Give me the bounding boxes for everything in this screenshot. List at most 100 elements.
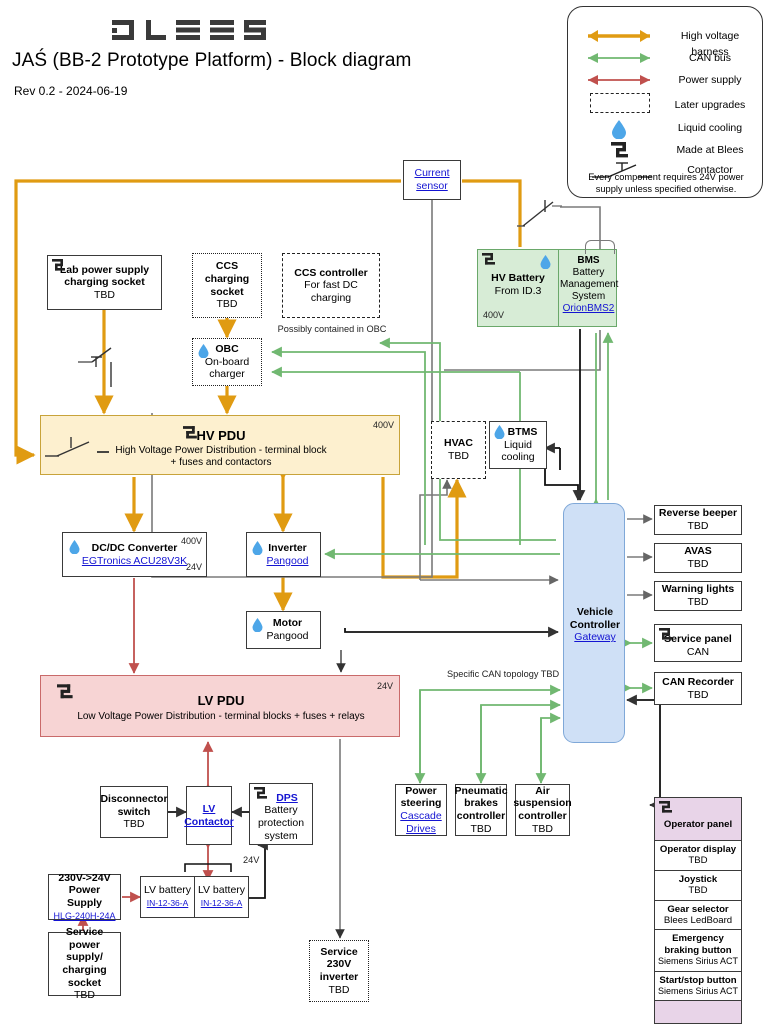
bms-l2: Management — [560, 279, 619, 290]
legend-item-power-supply: Power supply — [578, 69, 756, 91]
lab-supply-sub: TBD — [94, 288, 115, 301]
psu-230-block[interactable]: 230V->24V Power Supply HLG-240H-24A — [48, 872, 121, 921]
btms-sub: Liquid — [503, 438, 533, 451]
blees-mark-icon — [57, 684, 73, 699]
current-sensor-sub[interactable]: sensor — [416, 180, 448, 192]
vehicle-controller-block[interactable]: Vehicle Controller Gateway — [563, 503, 625, 743]
od-sub: TBD — [688, 855, 708, 867]
lvb1-link[interactable]: IN-12-36-A — [146, 898, 189, 908]
bms-l1: Battery — [572, 267, 605, 278]
dps-block[interactable]: DPS Battery protection system — [249, 783, 313, 845]
legend-item-made-at-blees: Made at Blees — [578, 139, 756, 161]
dps-title[interactable]: DPS — [276, 791, 298, 804]
hv-battery-title: HV Battery — [491, 272, 545, 284]
inverter-link[interactable]: Pangood — [266, 554, 309, 567]
joystick-cell[interactable]: Joystick TBD — [654, 869, 742, 900]
legend-item-hv-harness: High voltage harness — [578, 25, 756, 58]
disconnector-switch-block[interactable]: Disconnector switch TBD — [100, 786, 168, 838]
blees-mark-icon — [659, 628, 672, 640]
lv-battery-2-block[interactable]: LV battery IN-12-36-A — [194, 876, 249, 918]
lab-power-supply-block[interactable]: Lab power supply charging socket TBD — [47, 255, 162, 310]
operator-display-cell[interactable]: Operator display TBD — [654, 840, 742, 870]
vc-link[interactable]: Gateway — [574, 631, 616, 644]
ps-link2[interactable]: Drives — [406, 822, 436, 835]
vc-l2: Controller — [569, 618, 621, 631]
as-l2: suspension — [513, 797, 572, 810]
power-steering-block[interactable]: Power steering Cascade Drives — [395, 784, 447, 836]
hv-battery-bms-group[interactable]: HV Battery From ID.3 400V BMS Battery Ma… — [477, 249, 619, 327]
lab-supply-line2: charging socket — [64, 276, 145, 289]
legend-label: CAN bus — [688, 52, 731, 64]
hv-pdu-block[interactable]: HV PDU High Voltage Power Distribution -… — [40, 415, 400, 475]
gear-selector-cell[interactable]: Gear selector Blees LedBoard — [654, 899, 742, 930]
current-sensor-block[interactable]: Current sensor — [403, 160, 461, 200]
blees-mark-icon — [482, 253, 495, 265]
water-drop-icon — [494, 425, 505, 439]
hv-battery-sub: From ID.3 — [494, 284, 542, 297]
ps-link[interactable]: Cascade — [400, 810, 442, 822]
motor-sub: Pangood — [266, 630, 309, 642]
avas-block[interactable]: AVAS TBD — [654, 543, 742, 573]
hv-pdu-voltage: 400V — [372, 420, 394, 430]
legend-label: Power supply — [678, 74, 742, 86]
lv-contactor-block[interactable]: LV Contactor — [184, 786, 234, 845]
ccs-controller-block[interactable]: CCS controller For fast DC charging — [282, 253, 380, 318]
hvac-block[interactable]: HVAC TBD — [431, 421, 486, 479]
service-panel-block[interactable]: Service panel CAN — [654, 624, 742, 662]
bms-link[interactable]: OrionBMS2 — [562, 303, 615, 314]
start-stop-cell[interactable]: Start/stop button Siemens Sirius ACT — [654, 970, 742, 1001]
lvb2-title: LV battery — [197, 884, 246, 897]
obc-block[interactable]: OBC On-board charger — [192, 338, 262, 386]
current-sensor-title[interactable]: Current — [414, 167, 450, 180]
legend-item-later-upgrades: Later upgrades — [578, 91, 756, 115]
emergency-brake-cell[interactable]: Emergency braking button Siemens Sirius … — [654, 929, 742, 971]
service-power-supply-block[interactable]: Service power supply/ charging socket TB… — [48, 926, 121, 1001]
legend-item-can-bus: CAN bus — [578, 47, 756, 69]
reverse-beeper-block[interactable]: Reverse beeper TBD — [654, 505, 742, 535]
operator-panel-header[interactable]: Operator panel — [654, 797, 742, 840]
warning-lights-block[interactable]: Warning lights TBD — [654, 581, 742, 611]
dps-l3: system — [264, 829, 298, 842]
lv-battery-1-block[interactable]: LV battery IN-12-36-A — [140, 876, 195, 918]
blees-mark-icon — [254, 787, 267, 799]
hv-pdu-contactor-symbol — [45, 437, 109, 457]
page-title: JAŚ (BB-2 Prototype Platform) - Block di… — [12, 50, 412, 71]
inverter-block[interactable]: Inverter Pangood — [246, 532, 321, 577]
air-suspension-block[interactable]: Air suspension controller TBD — [513, 784, 572, 836]
gs-title: Gear selector — [667, 903, 729, 915]
hv-pdu-l1: High Voltage Power Distribution - termin… — [115, 445, 327, 456]
dcdc-link[interactable]: EGTronics ACU28V3K — [81, 554, 188, 567]
lvb1-title: LV battery — [143, 884, 192, 897]
ccs-socket-sub: TBD — [216, 298, 238, 311]
as-title: Air — [535, 784, 550, 797]
lv-pdu-voltage: 24V — [376, 681, 393, 691]
bms-l3: System — [571, 291, 606, 302]
warning-lights-sub: TBD — [687, 596, 709, 608]
dcdc-converter-block[interactable]: DC/DC Converter EGTronics ACU28V3K 400V … — [62, 532, 207, 577]
water-drop-icon — [69, 540, 80, 554]
lv-pdu-block[interactable]: LV PDU Low Voltage Power Distribution - … — [40, 675, 400, 737]
lvc-l2[interactable]: Contactor — [184, 815, 234, 828]
legend-item-contactor: Contactor — [578, 159, 756, 181]
as-l3: controller — [518, 810, 567, 822]
btms-block[interactable]: BTMS Liquid cooling — [489, 421, 547, 469]
dps-l1: Battery — [264, 804, 298, 817]
blees-mark-icon — [659, 801, 672, 813]
operator-panel-group[interactable]: Operator panel Operator display TBD Joys… — [654, 797, 742, 1024]
btms-title: BTMS — [507, 426, 538, 439]
can-recorder-block[interactable]: CAN Recorder TBD — [654, 672, 742, 705]
sps-l2: supply/ — [66, 951, 103, 964]
pneumatic-brakes-block[interactable]: Pneumatic brakes controller TBD — [454, 784, 508, 836]
dcdc-v-in: 400V — [180, 536, 202, 546]
motor-block[interactable]: Motor Pangood — [246, 611, 321, 649]
psu-link[interactable]: HLG-240H-24A — [53, 910, 116, 921]
service-inverter-block[interactable]: Service 230V inverter TBD — [309, 940, 369, 1002]
lvb2-link[interactable]: IN-12-36-A — [200, 898, 243, 908]
ccs-charging-socket-block[interactable]: CCS charging socket TBD — [192, 253, 262, 318]
lvc-title[interactable]: LV — [202, 802, 216, 815]
bms-block[interactable]: BMS Battery Management System OrionBMS2 — [560, 255, 619, 315]
avas-sub: TBD — [687, 558, 709, 570]
water-drop-icon — [252, 541, 263, 555]
psu-l2: Power Supply — [66, 884, 102, 909]
btms-sub2: cooling — [501, 451, 535, 464]
